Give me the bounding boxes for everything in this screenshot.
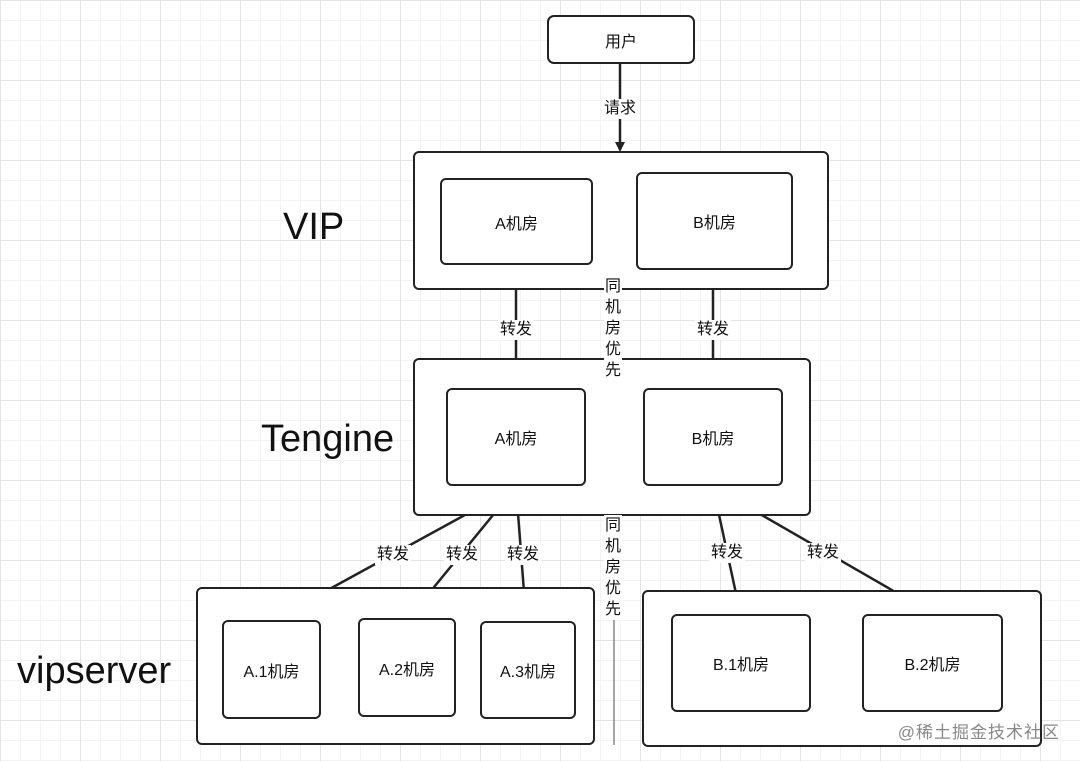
tier-label-vip: VIP bbox=[283, 206, 345, 248]
same-room-priority-label-upper: 同机房优先 bbox=[604, 276, 622, 381]
request-edge-label: 请求 bbox=[602, 99, 639, 119]
vipserver-room-b2: B.2机房 bbox=[862, 614, 1003, 712]
forward-label-a2: 转发 bbox=[444, 545, 481, 565]
vipserver-room-a3-label: A.3机房 bbox=[499, 664, 557, 681]
user-node-label: 用户 bbox=[604, 33, 637, 51]
vip-room-a-label: A机房 bbox=[495, 215, 538, 233]
forward-label-b1: 转发 bbox=[709, 543, 746, 563]
tengine-room-a-label: A机房 bbox=[494, 431, 538, 448]
forward-label-b2: 转发 bbox=[805, 543, 842, 563]
user-node: 用户 bbox=[547, 15, 695, 64]
vipserver-room-a1-label: A.1机房 bbox=[243, 663, 300, 681]
forward-label-a1: 转发 bbox=[375, 545, 412, 565]
vipserver-room-a2: A.2机房 bbox=[358, 618, 456, 717]
vipserver-room-a2-label: A.2机房 bbox=[378, 661, 436, 679]
vip-room-b-label: B机房 bbox=[693, 215, 736, 232]
tengine-room-b: B机房 bbox=[643, 388, 783, 486]
vipserver-room-b2-label: B.2机房 bbox=[904, 657, 961, 674]
watermark-text: @稀土掘金技术社区 bbox=[897, 723, 1060, 742]
tier-label-vipserver: vipserver bbox=[17, 650, 172, 692]
forward-label-vip-a: 转发 bbox=[498, 320, 535, 340]
forward-label-a3: 转发 bbox=[505, 545, 542, 565]
same-room-priority-label-lower: 同机房优先 bbox=[604, 515, 622, 620]
forward-label-vip-b: 转发 bbox=[695, 320, 732, 340]
tengine-room-a: A机房 bbox=[446, 388, 586, 486]
vipserver-room-a1: A.1机房 bbox=[222, 620, 321, 719]
vip-room-b: B机房 bbox=[636, 172, 793, 270]
tengine-room-b-label: B机房 bbox=[691, 431, 735, 448]
vipserver-room-a3: A.3机房 bbox=[480, 621, 576, 719]
vipserver-room-b1-label: B.1机房 bbox=[712, 657, 770, 674]
vipserver-room-b1: B.1机房 bbox=[671, 614, 811, 712]
tier-label-tengine: Tengine bbox=[261, 418, 395, 460]
vip-room-a: A机房 bbox=[440, 178, 593, 265]
